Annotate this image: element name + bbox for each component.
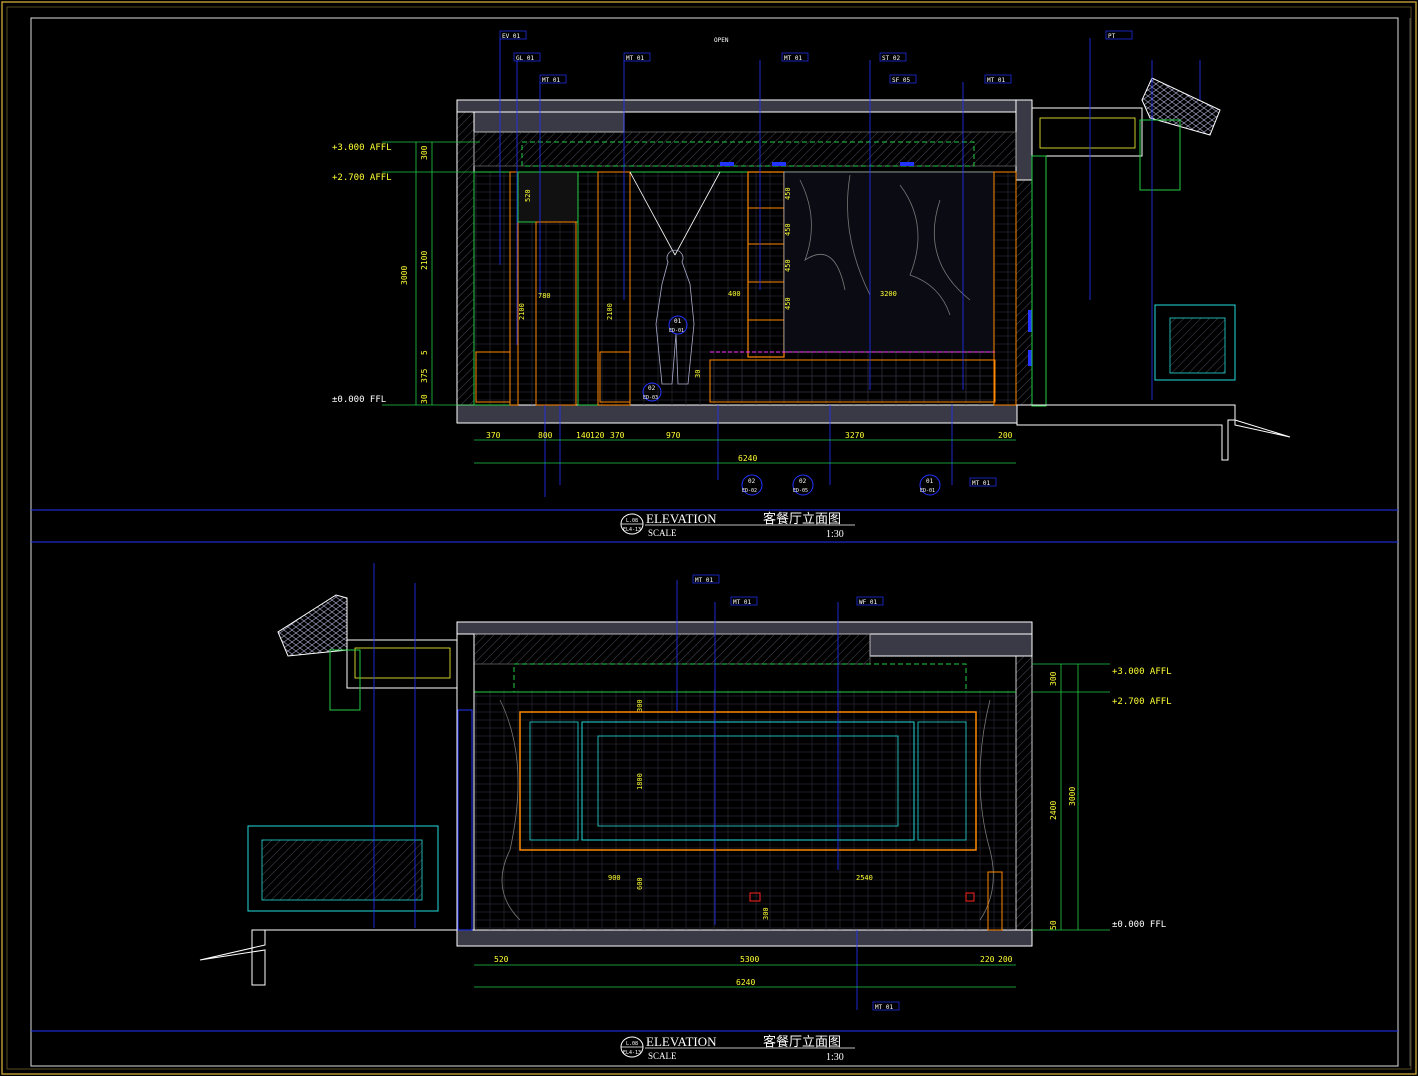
top-inner-dim-30: 30 (694, 370, 702, 378)
top-inner-dim-2100b: 2100 (606, 303, 614, 320)
bottom-inner-dim-300: 300 (636, 699, 644, 712)
bottom-vdim-300: 300 (1049, 671, 1058, 686)
top-tag-pt: PT (1108, 33, 1116, 40)
top-inner-dim-450a: 450 (784, 187, 792, 200)
top-callout-3-ref: ED-02 (742, 488, 757, 494)
bottom-inner-dim-900: 900 (608, 874, 621, 882)
bottom-level-mark-floor: ±0.000 FFL (1112, 920, 1166, 930)
bottom-title-block: L.08 EL4-13 ELEVATION 客餐厅立面图 SCALE 1:30 (620, 1034, 855, 1063)
bottom-vdim-3000: 3000 (1068, 787, 1077, 806)
top-tag-mt01-a: MT 01 (542, 77, 560, 84)
top-callout-3: 02 ED-02 (741, 474, 763, 496)
top-level-mark-floor: ±0.000 FFL (332, 395, 386, 405)
top-hdim-800: 800 (538, 431, 553, 440)
top-title-ref: L.08 (626, 518, 638, 524)
top-scale-value: 1:30 (826, 529, 844, 540)
bottom-tag-mt01-b: MT 01 (733, 599, 751, 606)
bottom-hdim-220: 220 (980, 955, 995, 964)
bottom-title-cn: 客餐厅立面图 (763, 1034, 841, 1049)
top-callout-5: 01 ED-01 (919, 474, 941, 496)
bottom-hdim-200: 200 (998, 955, 1013, 964)
top-title: ELEVATION (646, 511, 717, 526)
top-tag-ev01: EV 01 (502, 33, 520, 40)
bottom-hdim-520: 520 (494, 955, 509, 964)
bottom-inner-dim-2540: 2540 (856, 874, 873, 882)
top-elevation (382, 38, 1291, 497)
bottom-tag-wf01: WF 01 (859, 599, 877, 606)
bottom-title: ELEVATION (646, 1034, 717, 1049)
bottom-scale-label: SCALE (648, 1051, 677, 1061)
top-hdim-970: 970 (666, 431, 681, 440)
top-tag-st02: ST 02 (882, 55, 900, 62)
top-hdim-3270: 3270 (845, 431, 864, 440)
bottom-inner-dim-1800: 1800 (636, 773, 644, 790)
bottom-tag-mt01-a: MT 01 (695, 577, 713, 584)
top-inner-dim-450b: 450 (784, 223, 792, 236)
top-level-mark-ceiling: +3.000 AFFL (332, 143, 392, 153)
top-inner-dim-2100a: 2100 (518, 303, 526, 320)
top-hdim-140: 140 (576, 431, 591, 440)
bottom-inner-dim-600: 600 (636, 877, 644, 890)
top-tag-mt01-e: MT 01 (972, 480, 990, 487)
top-callout-4: 02 ED-05 (792, 474, 814, 496)
top-open-label: OPEN (714, 37, 729, 44)
top-vdim-300: 300 (420, 145, 429, 160)
bottom-level-mark-ceiling: +3.000 AFFL (1112, 667, 1172, 677)
top-tag-sf05: SF 05 (892, 77, 910, 84)
bottom-hdim-5300: 5300 (740, 955, 759, 964)
top-callout-2-ref: ED-01 (669, 328, 684, 334)
top-callout-2-num: 01 (674, 318, 682, 325)
bottom-total-dim: 6240 (736, 978, 755, 987)
top-tag-mt01-b: MT 01 (626, 55, 644, 62)
bottom-inner-dim-300b: 300 (762, 907, 770, 920)
top-title-block: L.08 EL4-13 ELEVATION 客餐厅立面图 SCALE 1:30 (620, 511, 855, 540)
top-title-sheet: EL4-13 (623, 527, 641, 533)
top-vdim-5: 5 (420, 350, 429, 355)
top-title-cn: 客餐厅立面图 (763, 511, 841, 526)
top-inner-dim-520: 520 (524, 189, 532, 202)
top-total-dim: 6240 (738, 454, 757, 463)
bottom-elevation-text: +3.000 AFFL +2.700 AFFL ±0.000 FFL 300 2… (494, 574, 1172, 1063)
top-callout-4-num: 02 (799, 478, 807, 485)
top-callout-5-num: 01 (926, 478, 934, 485)
top-hdim-200: 200 (998, 431, 1013, 440)
bottom-vdim-2400: 2400 (1049, 801, 1058, 820)
top-callout-3-num: 02 (748, 478, 756, 485)
top-hdim-370b: 370 (610, 431, 625, 440)
top-inner-dim-780: 780 (538, 292, 551, 300)
bottom-scale-value: 1:30 (826, 1052, 844, 1063)
bottom-level-mark-soffit: +2.700 AFFL (1112, 697, 1172, 707)
top-callout-1-ref: ED-03 (643, 395, 658, 401)
top-scale-label: SCALE (648, 528, 677, 538)
top-vdim-375: 375 (420, 368, 429, 383)
top-inner-dim-450c: 450 (784, 259, 792, 272)
bottom-elevation (199, 563, 1110, 1010)
bottom-title-ref: L.08 (626, 1041, 638, 1047)
top-callout-1-num: 02 (648, 385, 656, 392)
top-inner-dim-3200: 3200 (880, 290, 897, 298)
top-hdim-120: 120 (590, 431, 605, 440)
top-inner-dim-450d: 450 (784, 297, 792, 310)
top-hdim-370: 370 (486, 431, 501, 440)
top-inner-dim-400: 400 (728, 290, 741, 298)
top-tag-mt01-c: MT 01 (784, 55, 802, 62)
top-callout-5-ref: ED-01 (920, 488, 935, 494)
top-vdim-3000: 3000 (400, 266, 409, 285)
bottom-tag-mt01-c: MT 01 (875, 1004, 893, 1011)
top-callout-2: 01 ED-01 (668, 315, 688, 335)
top-callout-4-ref: ED-05 (793, 488, 808, 494)
top-tag-gl01: GL 01 (516, 55, 534, 62)
top-vdim-30: 30 (420, 394, 429, 404)
bottom-vdim-50: 50 (1049, 920, 1058, 930)
top-callout-1: 02 ED-03 (642, 382, 662, 402)
top-level-mark-soffit: +2.700 AFFL (332, 173, 392, 183)
bottom-title-sheet: EL4-13 (623, 1050, 641, 1056)
top-tag-mt01-d: MT 01 (987, 77, 1005, 84)
top-vdim-2100: 2100 (420, 251, 429, 270)
top-elevation-text: +3.000 AFFL +2.700 AFFL ±0.000 FFL 300 2… (332, 30, 1133, 540)
